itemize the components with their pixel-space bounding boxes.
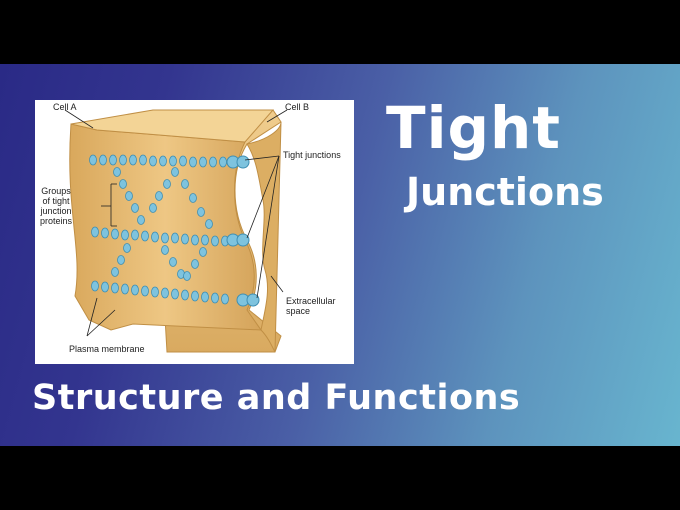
label-extracellular-space: Extracellular space [286,296,336,316]
protein-strand-top [89,154,237,168]
slide-subtitle: Structure and Functions [32,378,521,418]
tight-junction-diagram: Cell A Cell B Tight junctions Groups of … [35,100,354,364]
protein-strand-middle [91,226,229,247]
slide: Cell A Cell B Tight junctions Groups of … [0,64,680,446]
label-cell-b: Cell B [285,102,310,112]
label-cell-a: Cell A [53,102,77,112]
slide-title-line2: Junctions [406,170,604,214]
membrane-top-face [70,109,275,143]
slide-title: Tight [386,94,561,162]
label-plasma-membrane: Plasma membrane [69,344,145,354]
leader-lines [64,109,288,337]
tight-junction-pairs [226,155,260,307]
label-groups-of-proteins: Groups of tight junction proteins [39,186,73,226]
protein-strand-bottom [91,280,229,305]
cell-a-membrane [69,123,262,331]
diagram-illustration [64,109,288,353]
protein-strand-diagonals [111,167,213,281]
label-tight-junctions: Tight junctions [283,150,341,160]
